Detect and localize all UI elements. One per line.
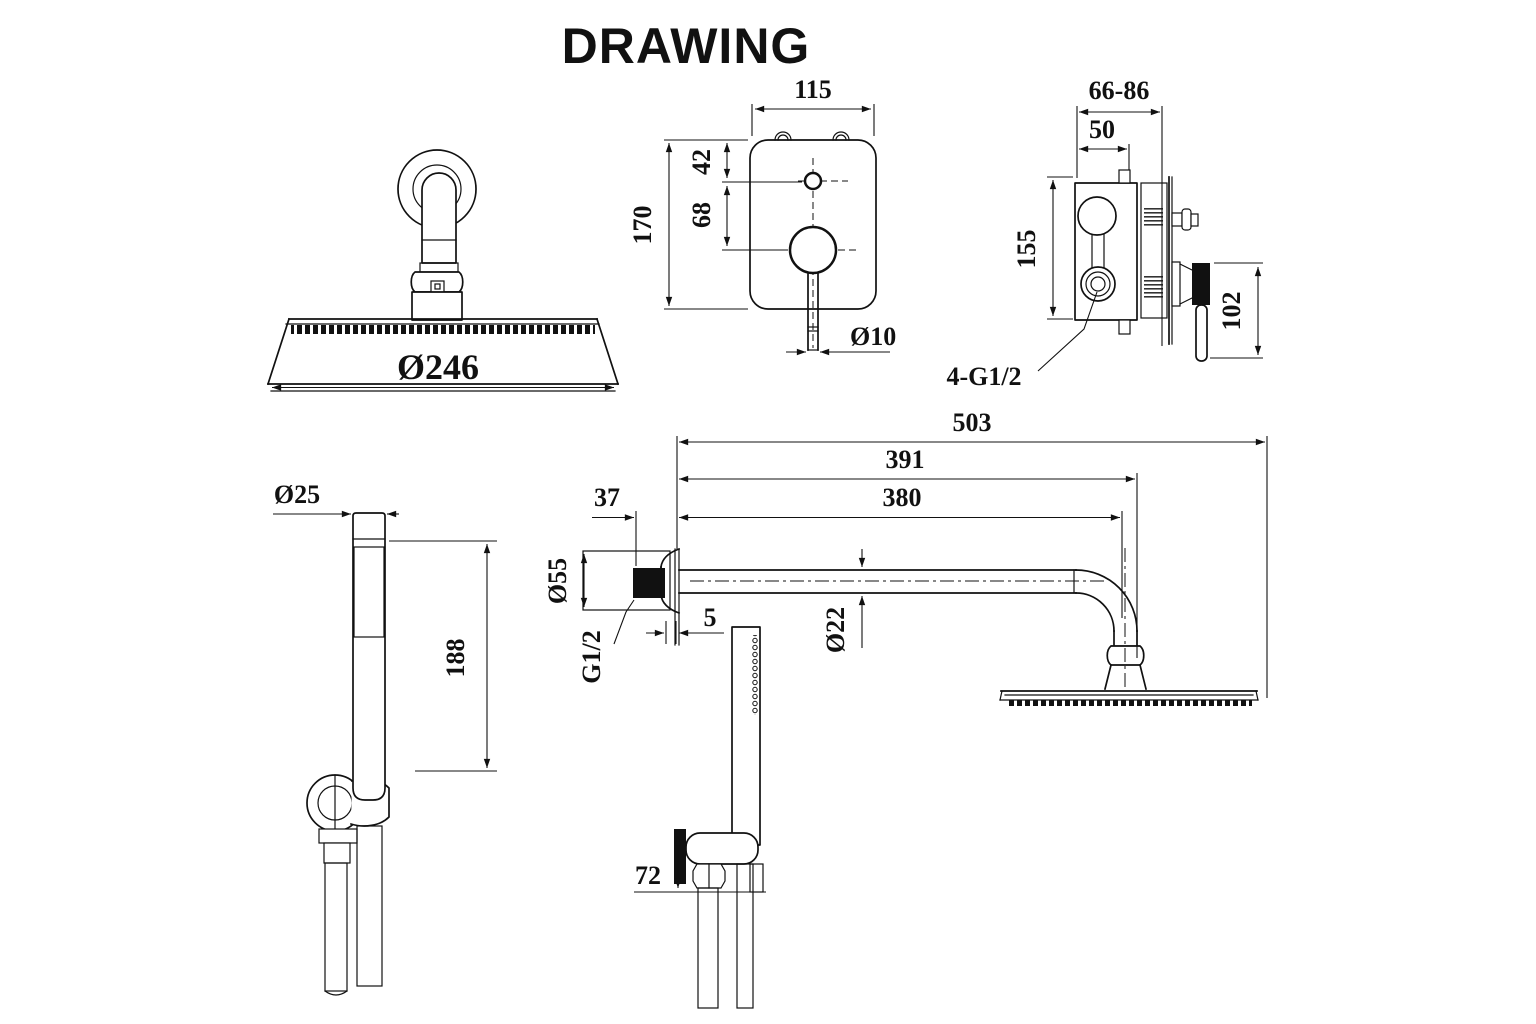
dim-body-height: 155: [1012, 230, 1041, 269]
dim-wand-length: 188: [441, 639, 470, 678]
label-wall-thread: G1/2: [577, 630, 606, 683]
view-valve-trim: 115 170 42 68 Ø10: [628, 75, 896, 356]
view-valve-body: 66-86 50 155 102 4-G1/2: [946, 76, 1263, 391]
drawing-title: DRAWING: [562, 18, 811, 74]
dim-plate-width: 115: [794, 75, 832, 104]
dim-plate-height: 170: [628, 206, 657, 245]
dim-lever-diameter: Ø10: [850, 322, 896, 351]
dim-cartridge-depth: 50: [1089, 115, 1115, 144]
label-connections: 4-G1/2: [946, 362, 1021, 391]
dim-to-pipe-outer: 391: [886, 445, 925, 474]
dim-overall-length: 503: [953, 408, 992, 437]
view-outlet-holder: 72: [634, 626, 766, 1009]
view-hand-shower: Ø25 188: [273, 480, 497, 996]
dim-mount-depth-range: 66-86: [1089, 76, 1150, 105]
dim-wand-diameter: Ø25: [274, 480, 320, 509]
dim-clearance: 5: [704, 603, 717, 632]
dim-arm-diameter: Ø22: [821, 607, 850, 653]
dim-outlet-height: 72: [635, 861, 661, 890]
dim-flange-diameter: Ø55: [543, 558, 572, 604]
dim-top-to-diverter: 42: [687, 149, 716, 175]
dim-arm-length: 380: [883, 483, 922, 512]
dim-flange-offset: 37: [594, 483, 620, 512]
view-overhead-shower: Ø246: [266, 149, 620, 392]
view-shower-arm: 503 391 380 37 Ø55 G1/2 5 Ø22: [543, 408, 1268, 706]
dim-handle-length: 102: [1217, 292, 1246, 331]
dim-head-diameter: Ø246: [397, 347, 479, 387]
dim-diverter-to-handle: 68: [687, 202, 716, 228]
